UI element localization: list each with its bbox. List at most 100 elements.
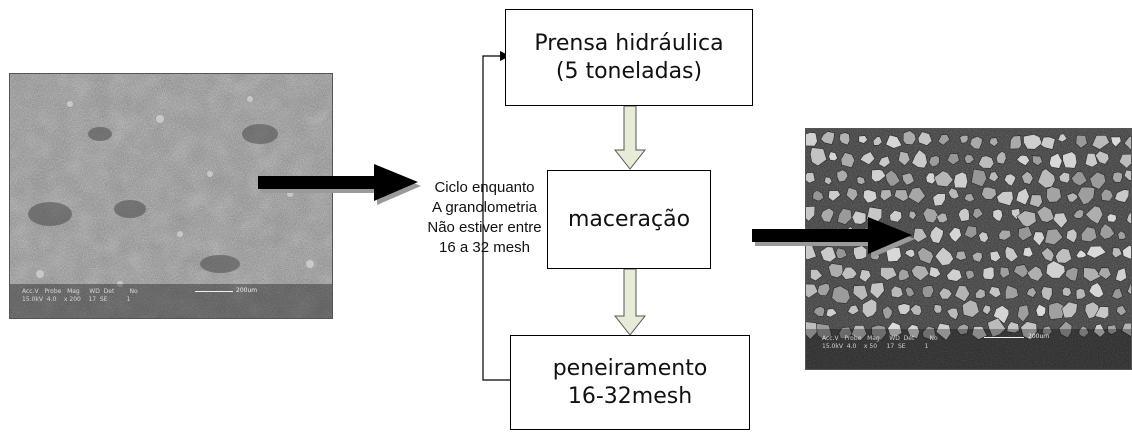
- granule: [1062, 151, 1078, 169]
- granule: [955, 250, 967, 261]
- granule: [996, 190, 1014, 207]
- granule: [1052, 212, 1068, 229]
- granule: [813, 305, 826, 317]
- granule: [929, 225, 944, 244]
- granule: [1058, 320, 1073, 339]
- granules-texture: [806, 129, 1131, 369]
- press-box: Prensa hidráulica (5 toneladas): [505, 9, 753, 106]
- granule: [1107, 324, 1118, 335]
- granule: [806, 172, 816, 184]
- granule: [925, 172, 937, 185]
- granule: [946, 307, 959, 321]
- granule: [936, 212, 949, 224]
- granule: [917, 131, 933, 146]
- granule: [932, 193, 946, 207]
- granule: [999, 266, 1011, 279]
- sieving-box-line1: peneiramento: [552, 356, 708, 381]
- granule: [908, 210, 917, 221]
- granule: [946, 153, 960, 166]
- granule: [1015, 187, 1030, 206]
- granule: [851, 210, 867, 225]
- granule: [1020, 321, 1038, 341]
- granule: [815, 322, 833, 341]
- granule: [852, 284, 869, 301]
- granule: [1045, 260, 1066, 279]
- granule: [838, 326, 853, 340]
- granule: [859, 151, 876, 166]
- cycle-condition-text: Ciclo enquanto A granolometria Não estiv…: [412, 178, 557, 258]
- granule: [1031, 155, 1043, 166]
- granule: [922, 207, 939, 224]
- granule: [988, 137, 999, 147]
- granule: [928, 266, 942, 279]
- granule: [1046, 186, 1062, 203]
- granule: [911, 149, 928, 169]
- granule: [1070, 171, 1088, 187]
- granule: [1083, 267, 1102, 283]
- granule: [836, 169, 849, 183]
- granule: [1065, 228, 1078, 244]
- granule: [937, 134, 951, 146]
- granule: [933, 170, 954, 188]
- granule: [847, 304, 860, 316]
- granule: [1057, 133, 1068, 143]
- sieving-box-line2: 16-32mesh: [567, 383, 693, 409]
- granule: [965, 269, 975, 280]
- granule: [1091, 134, 1110, 150]
- granule: [861, 298, 878, 319]
- granule: [1089, 171, 1107, 190]
- granule: [993, 305, 1010, 325]
- granule: [972, 207, 984, 220]
- granule: [1116, 305, 1127, 317]
- granule: [1004, 245, 1019, 263]
- granule: [989, 250, 1002, 263]
- granule: [806, 132, 818, 147]
- granule: [978, 231, 989, 244]
- granule: [858, 135, 868, 144]
- granule: [1004, 284, 1019, 300]
- granule: [928, 155, 940, 168]
- granule: [1016, 304, 1030, 323]
- granule: [1077, 186, 1096, 206]
- sieving-box: peneiramento 16-32mesh: [510, 335, 750, 430]
- granule: [1061, 286, 1072, 297]
- granule: [916, 246, 934, 265]
- granule: [810, 269, 823, 282]
- granule: [882, 305, 893, 320]
- granule: [1085, 245, 1107, 259]
- granule: [1099, 223, 1115, 240]
- granule: [912, 227, 928, 243]
- granule: [998, 229, 1012, 241]
- granule: [1084, 205, 1104, 225]
- granule: [1088, 282, 1105, 299]
- granule: [1080, 226, 1098, 243]
- granule: [1036, 205, 1055, 223]
- granule: [995, 150, 1007, 165]
- granule: [1022, 246, 1034, 258]
- granule: [947, 187, 960, 200]
- granule: [887, 321, 903, 338]
- granule: [969, 135, 983, 150]
- granule: [872, 136, 883, 146]
- granule: [957, 207, 970, 222]
- granule: [1016, 154, 1031, 167]
- granule: [1048, 301, 1065, 320]
- press-box-line2: (5 toneladas): [555, 58, 703, 84]
- granule: [1111, 171, 1123, 183]
- granule: [982, 266, 995, 280]
- granule: [890, 285, 904, 299]
- granule: [1121, 322, 1131, 337]
- granule: [946, 268, 963, 282]
- granule: [1021, 170, 1034, 185]
- granule: [1006, 321, 1020, 334]
- press-box-line1: Prensa hidráulica: [534, 31, 724, 56]
- granule: [820, 131, 835, 145]
- granule: [922, 325, 937, 341]
- granule: [837, 207, 853, 225]
- granule: [1072, 209, 1085, 219]
- granule: [938, 287, 953, 300]
- granule: [1048, 152, 1063, 169]
- granule: [806, 283, 819, 299]
- granule: [910, 264, 930, 282]
- granule: [1064, 266, 1079, 282]
